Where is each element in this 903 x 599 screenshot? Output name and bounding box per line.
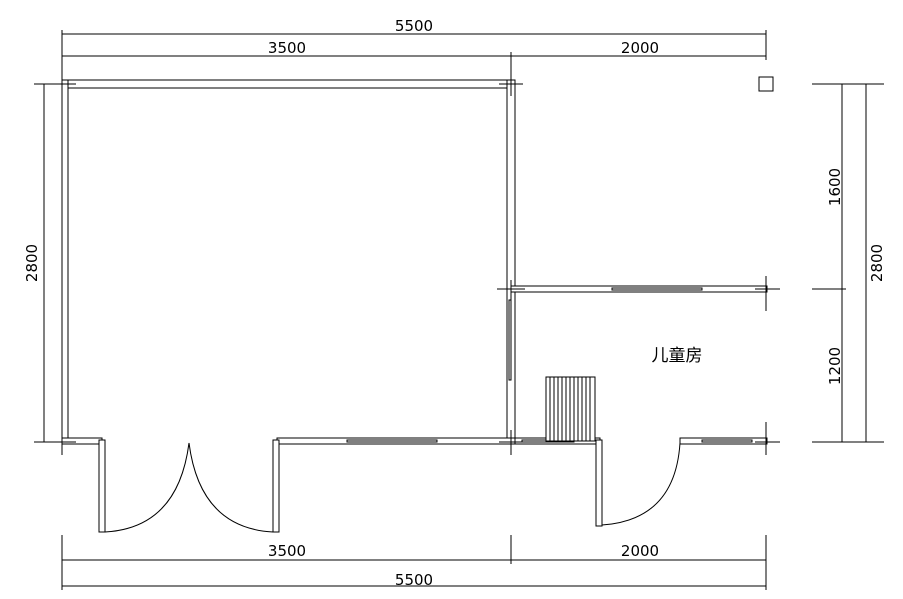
dim-top-total: 5500: [395, 17, 433, 35]
left-wall: [61, 79, 69, 443]
top-dimension-lines: [61, 30, 767, 84]
bottom-dimension-lines: [61, 535, 767, 590]
door-swing-single: [601, 442, 681, 526]
dim-bottom-left: 3500: [268, 542, 306, 560]
dim-top-right: 2000: [621, 39, 659, 57]
door-swing-right: [188, 442, 274, 533]
door-jamb-left-2: [272, 439, 280, 533]
middle-wall: [506, 79, 516, 443]
dim-top-left: 3500: [268, 39, 306, 57]
columns: [50, 74, 780, 455]
top-wall: [61, 79, 512, 89]
dim-left-height: 2800: [23, 244, 41, 282]
door-jamb-left-1: [98, 439, 106, 533]
doors: [104, 442, 681, 533]
bottom-wall-left: [61, 437, 103, 445]
window-bottom-right: [701, 439, 753, 443]
window-middle-wall: [508, 299, 512, 381]
dim-right-upper: 1600: [826, 168, 844, 206]
door-swing-left: [104, 442, 190, 533]
door-jamb-right-1: [595, 439, 603, 527]
window-bottom-middle: [346, 439, 438, 443]
window-partition: [611, 287, 703, 291]
right-dimension-lines: [812, 83, 884, 443]
stair-symbol: [545, 376, 596, 442]
dim-right-lower: 1200: [826, 347, 844, 385]
dim-bottom-total: 5500: [395, 571, 433, 589]
walls: [61, 79, 768, 533]
room-label-children: 儿童房: [652, 346, 703, 366]
column-marker: [758, 76, 774, 92]
dim-bottom-right: 2000: [621, 542, 659, 560]
dim-right-total: 2800: [868, 244, 886, 282]
